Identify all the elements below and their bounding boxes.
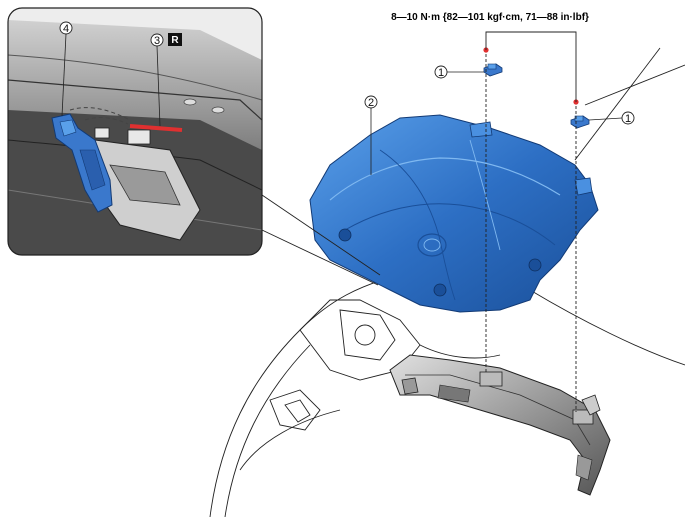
alignment-lines bbox=[485, 54, 577, 412]
cover-bracket bbox=[389, 354, 611, 496]
bolt-left bbox=[483, 63, 503, 77]
engine-cover bbox=[309, 114, 599, 313]
callout-3: 3 bbox=[150, 33, 164, 127]
callout-4: 4 bbox=[59, 21, 73, 117]
detail-inset: 4 3 R bbox=[7, 7, 381, 286]
torque-leader bbox=[485, 31, 577, 102]
svg-text:1: 1 bbox=[625, 113, 631, 125]
callout-1-right: 1 bbox=[588, 111, 635, 125]
retaining-clip bbox=[51, 113, 113, 213]
bolt-right bbox=[570, 115, 590, 129]
callout-1-left: 1 bbox=[434, 65, 484, 79]
svg-text:1: 1 bbox=[438, 67, 444, 79]
svg-text:3: 3 bbox=[154, 35, 160, 47]
replace-marker-line bbox=[129, 124, 183, 132]
callout-2: 2 bbox=[364, 95, 378, 175]
svg-text:4: 4 bbox=[63, 23, 69, 35]
svg-text:R: R bbox=[171, 35, 179, 46]
torque-spec: 8—10 N·m {82—101 kgf·cm, 71—88 in·lbf} bbox=[391, 12, 589, 23]
replace-badge: R bbox=[168, 33, 182, 46]
svg-text:2: 2 bbox=[368, 97, 374, 109]
